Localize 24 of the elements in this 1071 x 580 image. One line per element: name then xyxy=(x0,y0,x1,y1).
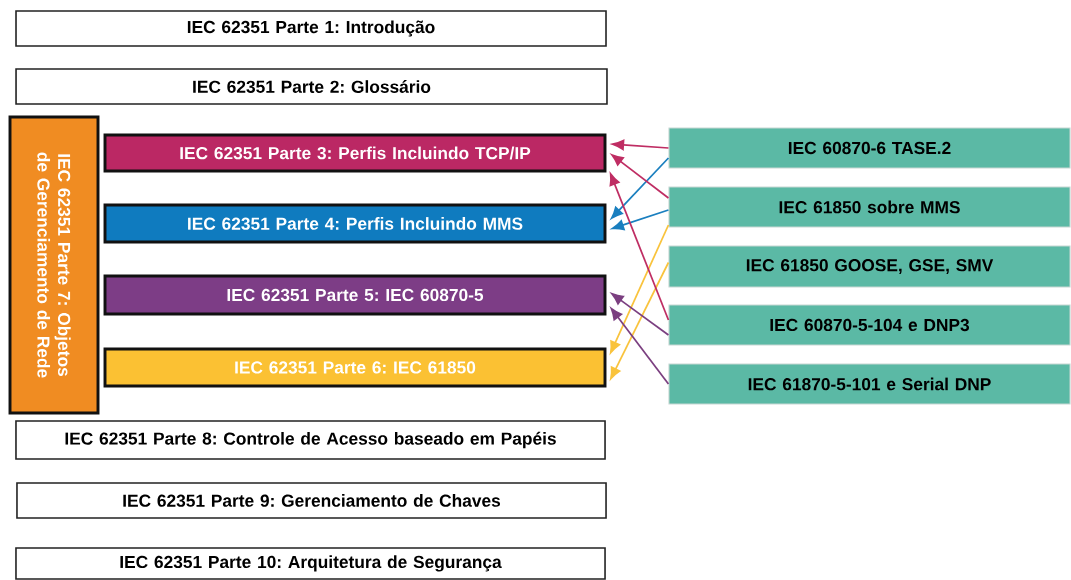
process-box: IEC 60870-6 TASE.2 xyxy=(668,127,1071,169)
process-box: IEC 62351 Parte 9: Gerenciamento de Chaves xyxy=(16,482,607,519)
process-box: IEC 62351 Parte 6: IEC 61850 xyxy=(103,347,607,388)
arrow xyxy=(611,209,670,231)
arrow xyxy=(610,261,670,380)
process-box: IEC 62351 Parte 1: Introdução xyxy=(15,10,607,47)
arrow xyxy=(610,157,670,219)
process-box: IEC 62351 Parte 2: Glossário xyxy=(15,68,608,105)
arrow xyxy=(611,139,670,151)
process-box: IEC 61850 GOOSE, GSE, SMV xyxy=(668,245,1071,288)
arrow xyxy=(610,307,670,385)
process-box: IEC 62351 Parte 8: Controle de Acesso baseado em Papéis xyxy=(15,420,606,460)
arrow xyxy=(611,154,670,199)
process-box: IEC 62351 Parte 10: Arquitetura de Segurança xyxy=(15,547,606,580)
process-box: IEC 62351 Parte 5: IEC 60870-5 xyxy=(103,274,607,316)
process-box: IEC 61870-5-101 e Serial DNP xyxy=(668,363,1071,405)
process-box: IEC 62351 Parte 3: Perfis Incluindo TCP/IP xyxy=(103,133,607,173)
arrow xyxy=(611,293,670,336)
process-box: IEC 60870-5-104 e DNP3 xyxy=(668,304,1071,346)
process-box: IEC 62351 Parte 4: Perfis Incluindo MMS xyxy=(103,203,607,244)
arrow xyxy=(609,173,670,321)
rotated-box: IEC 62351 Parte 7: Objetos de Gerenciamento de Rede xyxy=(8,115,100,415)
process-box: IEC 61850 sobre MMS xyxy=(668,186,1071,228)
arrow xyxy=(609,224,670,354)
